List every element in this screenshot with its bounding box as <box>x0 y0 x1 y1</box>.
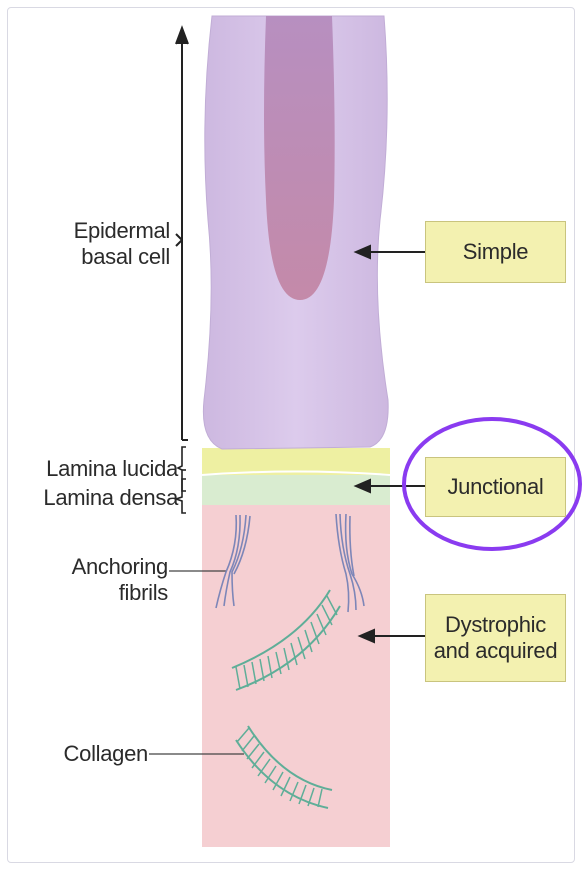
label-anchoring-fibrils: Anchoring fibrils <box>30 554 168 606</box>
label-lamina-lucida: Lamina lucida <box>20 456 178 482</box>
label-epidermal-basal-cell: Epidermal basal cell <box>40 218 170 270</box>
lamina-densa-layer <box>202 475 390 505</box>
category-dystrophic-line1: Dystrophic <box>445 612 546 638</box>
category-dystrophic-line2: and acquired <box>434 638 558 664</box>
cell-nucleus <box>264 16 335 300</box>
label-collagen: Collagen <box>30 741 148 767</box>
label-epidermal-line1: Epidermal <box>40 218 170 244</box>
label-anchoring-line2: fibrils <box>30 580 168 606</box>
label-lamina-densa: Lamina densa <box>20 485 178 511</box>
label-epidermal-line2: basal cell <box>40 244 170 270</box>
category-dystrophic-and-acquired: Dystrophic and acquired <box>425 594 566 682</box>
label-anchoring-line1: Anchoring <box>30 554 168 580</box>
epidermal-bracket <box>176 28 188 440</box>
category-junctional: Junctional <box>425 457 566 517</box>
category-simple: Simple <box>425 221 566 283</box>
